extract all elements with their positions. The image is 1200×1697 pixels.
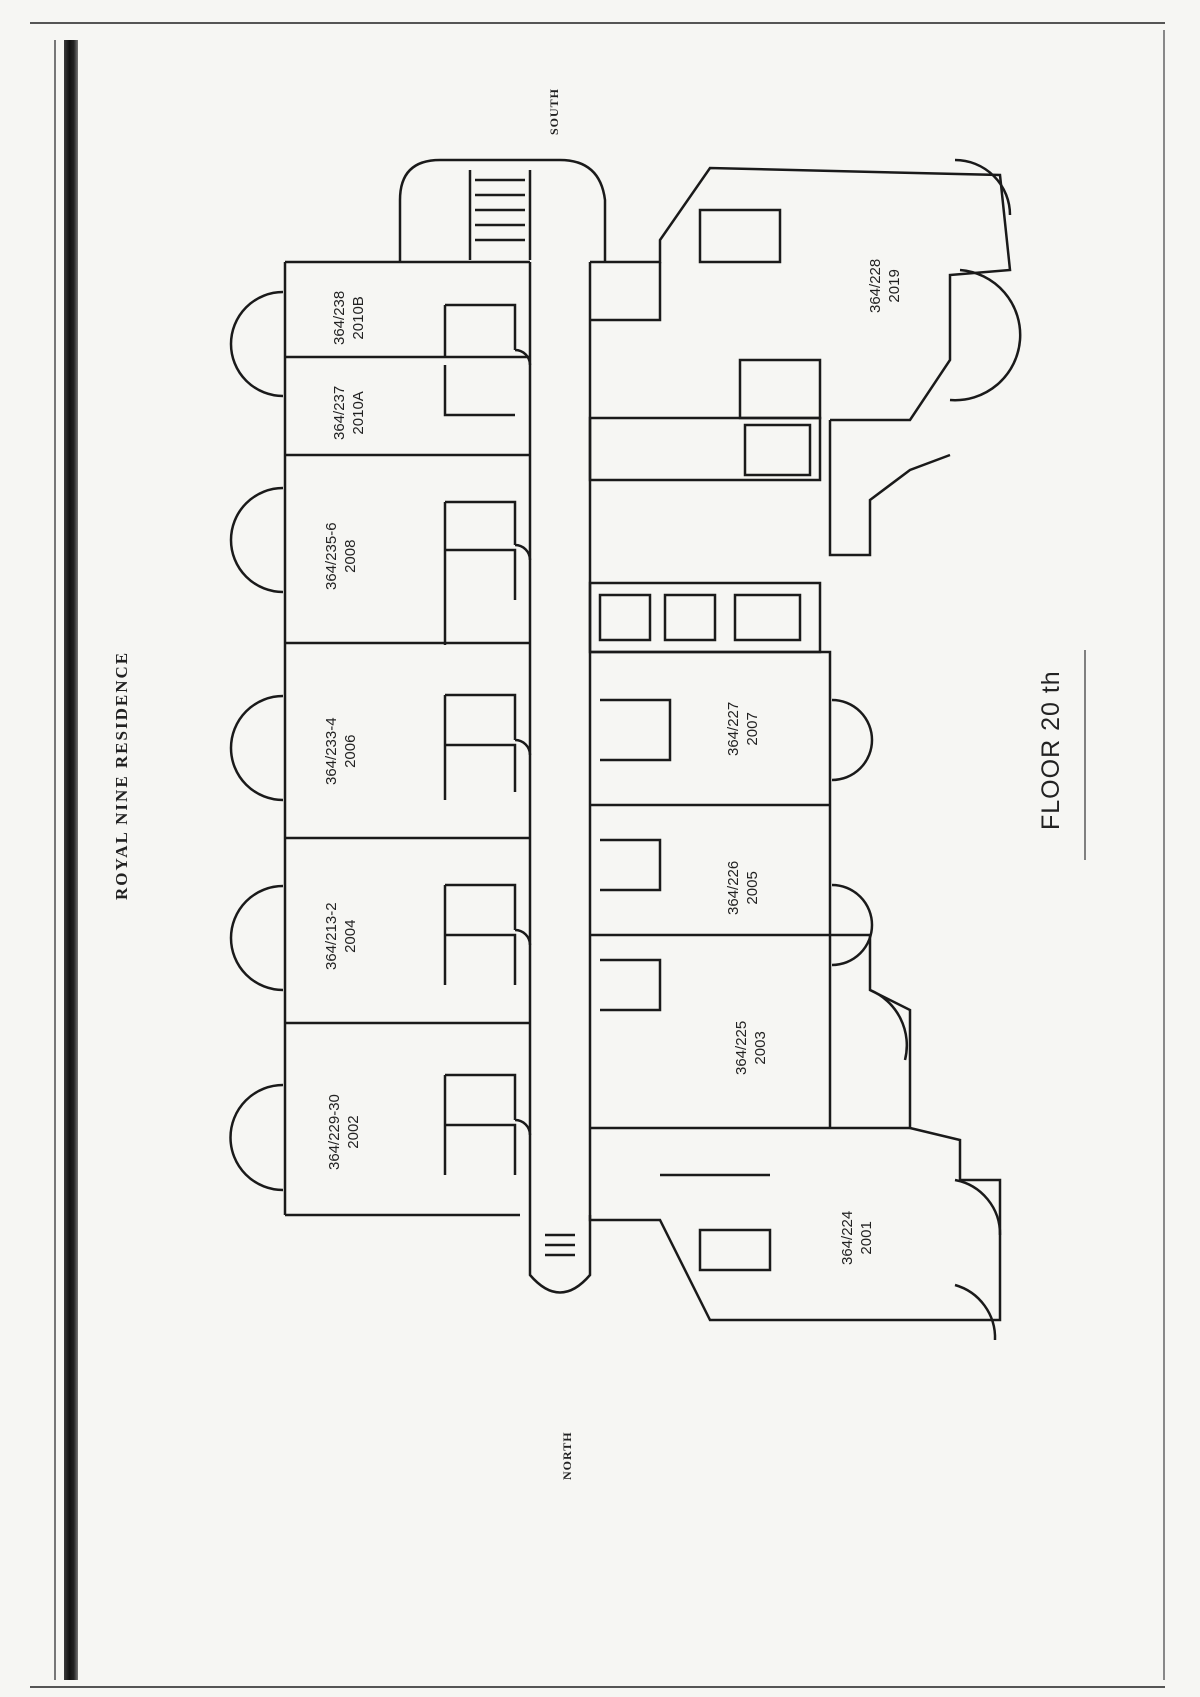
bay-window [831,698,874,782]
bay-window [229,290,284,398]
floor-label: FLOOR 20 th [1037,670,1065,830]
page-frame [30,22,1165,1688]
lift-shaft [588,416,822,482]
document-title: ROYAL NINE RESIDENCE [112,650,131,900]
unit-2001-outline [588,1126,1002,1322]
balcony-arc [954,158,1012,216]
compass-north: NORTH [560,1431,574,1480]
service-core [588,581,822,654]
bay-window [229,884,284,992]
binding-edge-shadow [64,40,78,1680]
binding-edge-thin [54,40,56,1680]
bay-window [229,486,284,594]
bay-window [229,694,284,802]
unit-2019-outline [590,166,1012,422]
compass-south: SOUTH [547,87,561,135]
east-exterior-wall [590,650,832,1128]
north-stair [528,1215,592,1294]
south-stair-tower [398,158,607,262]
bay-window [229,1083,284,1192]
page-right-edge [1163,30,1165,1680]
